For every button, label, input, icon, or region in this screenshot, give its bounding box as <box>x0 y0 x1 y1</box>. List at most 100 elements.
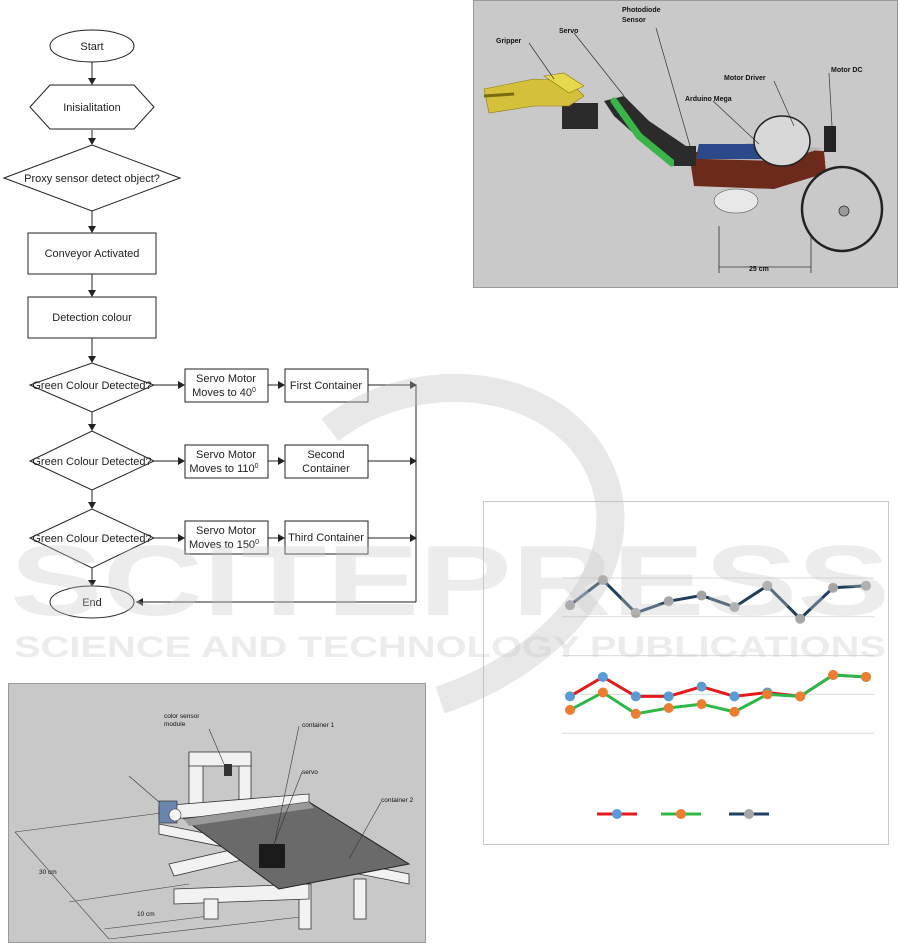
series-line-1 <box>569 673 867 698</box>
flowchart: Start Inisialitation Proxy sensor detect… <box>2 29 417 619</box>
series-2-point <box>795 691 806 702</box>
dimension-25cm-label: 25 cm <box>749 266 769 273</box>
line-chart-panel <box>483 501 889 845</box>
series-1-point <box>663 691 674 702</box>
robot-illustration: Gripper Servo Photodiode Sensor Motor Dr… <box>483 7 884 273</box>
photodiode-label-line1: Photodiode <box>622 7 661 14</box>
line-chart <box>562 574 874 819</box>
motor-dc-label: Motor DC <box>831 67 863 74</box>
series-line-3 <box>569 577 867 621</box>
series-2-point <box>762 689 773 700</box>
motor-driver-label: Motor Driver <box>724 75 766 82</box>
series-3-point <box>597 574 608 585</box>
servo-box-3 <box>184 520 269 555</box>
servo-1-line1: Servo Motor <box>196 373 256 385</box>
conveyor-leader-lines <box>128 725 382 860</box>
chart-legend <box>597 809 769 819</box>
series-2-point <box>861 671 871 682</box>
color-sensor-block <box>224 764 232 776</box>
container-3-label: Third Container <box>288 532 364 544</box>
container-2-line2: Container <box>302 463 350 475</box>
container-2-line1: Second <box>307 449 344 461</box>
decision-2-label: Green Colour Detected? <box>32 456 151 468</box>
init-hexagon <box>29 84 155 130</box>
decision-1 <box>28 362 156 413</box>
chart-gridlines <box>562 577 874 734</box>
conveyor-belt-edge <box>184 802 314 826</box>
series-3-point <box>762 580 773 591</box>
gripper-jaw <box>483 78 585 114</box>
legend-marker-2 <box>676 809 686 819</box>
color-sensor-label-line2: module <box>164 721 186 728</box>
series-1-point <box>597 671 608 682</box>
servo-block <box>259 844 285 868</box>
servo-box-1 <box>184 368 269 403</box>
servo-2-line1: Servo Motor <box>196 449 256 461</box>
series-2-point <box>696 699 707 710</box>
arduino-label: Arduino Mega <box>685 96 732 103</box>
servo-3-line2: Moves to 1500 <box>189 539 259 551</box>
container-box-3 <box>284 520 369 555</box>
chart-series-group <box>565 574 871 719</box>
series-3-point <box>663 596 674 607</box>
container-2-label: container 2 <box>381 797 414 804</box>
end-terminal <box>49 585 135 619</box>
servo-1-line2: Moves to 400 <box>192 387 256 399</box>
servo-box-2 <box>184 444 269 479</box>
caster-wheel <box>713 188 759 214</box>
front-wheel-hub <box>838 205 850 217</box>
motor-dc-block <box>824 126 836 152</box>
container-box-2 <box>284 444 369 479</box>
init-label: Inisialitation <box>63 102 120 114</box>
servo-3-line1: Servo Motor <box>196 525 256 537</box>
series-3-point <box>630 607 641 618</box>
series-3-point <box>828 582 839 593</box>
conveyor-belt <box>182 801 411 890</box>
conveyor-process <box>27 232 157 275</box>
arm-link-green-2 <box>635 132 676 167</box>
proxy-label: Proxy sensor detect object? <box>24 173 160 185</box>
servo-label: servo <box>302 769 318 776</box>
motor-roller <box>168 808 182 822</box>
flowchart-arrowheads <box>88 78 417 606</box>
series-2-point <box>663 702 674 713</box>
series-3-point <box>565 600 575 611</box>
series-1-point <box>565 691 575 702</box>
container-box-1 <box>284 368 369 403</box>
servo-2-line2: Moves to 1100 <box>189 463 258 475</box>
series-3-point <box>795 613 806 624</box>
photodiode-label-line2: Sensor <box>622 17 646 24</box>
robot-leader-lines <box>528 27 833 147</box>
conveyor-illustration-panel: color sensor module container 1 servo co… <box>8 683 426 943</box>
dimension-10cm-label: 10 cm <box>137 911 155 918</box>
conveyor-label: Conveyor Activated <box>45 248 140 260</box>
series-2-point <box>565 704 575 715</box>
series-1-point <box>630 691 641 702</box>
detection-label: Detection colour <box>52 312 132 324</box>
conveyor-illustration: color sensor module container 1 servo co… <box>14 713 414 940</box>
series-2-point <box>828 670 839 680</box>
decision-2 <box>28 430 156 491</box>
detection-process <box>27 296 157 339</box>
dimension-30cm-label: 30 cm <box>39 869 57 876</box>
robot-illustration-panel: Gripper Servo Photodiode Sensor Motor Dr… <box>473 0 898 288</box>
arm-link-green-1 <box>610 97 643 140</box>
container-1-label: container 1 <box>302 722 335 729</box>
arduino-board <box>696 144 769 159</box>
series-3-point <box>861 580 871 591</box>
legend-marker-1 <box>612 809 622 819</box>
series-2-point <box>630 708 641 719</box>
series-1-point <box>729 691 740 702</box>
end-label: End <box>82 597 102 609</box>
photodiode-block <box>674 146 696 166</box>
series-3-point <box>696 590 707 601</box>
series-2-point <box>729 706 740 717</box>
container-1-label: First Container <box>290 380 362 392</box>
start-terminal <box>49 29 135 63</box>
series-line-2 <box>569 673 867 716</box>
decision-3 <box>28 508 156 569</box>
servo-block <box>562 103 598 129</box>
decision-1-label: Green Colour Detected? <box>32 380 151 392</box>
proxy-decision <box>2 144 182 212</box>
conveyor-dimension-lines <box>14 811 310 940</box>
